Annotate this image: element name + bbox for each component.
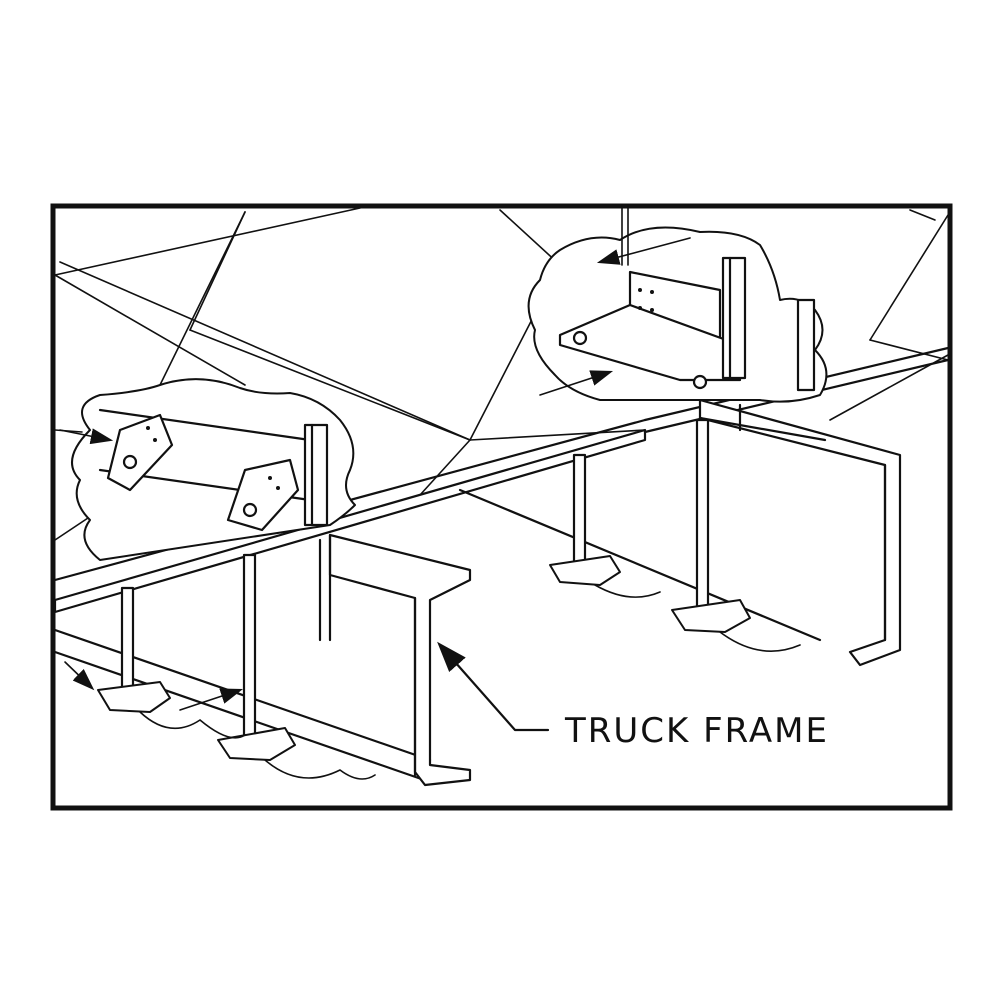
right-cutaway xyxy=(527,204,828,403)
truck-frame-channel-rear xyxy=(698,398,902,667)
support-feet xyxy=(97,555,801,780)
truck-frame-label: TRUCK FRAME xyxy=(564,711,829,751)
outer-border xyxy=(50,203,953,811)
left-cutaway xyxy=(71,378,356,561)
detail-arrows xyxy=(59,237,691,711)
truck-frame-callout: TRUCK FRAME xyxy=(437,641,829,751)
truck-frame-channel-front xyxy=(318,533,472,787)
body-floor-lines xyxy=(54,207,949,541)
